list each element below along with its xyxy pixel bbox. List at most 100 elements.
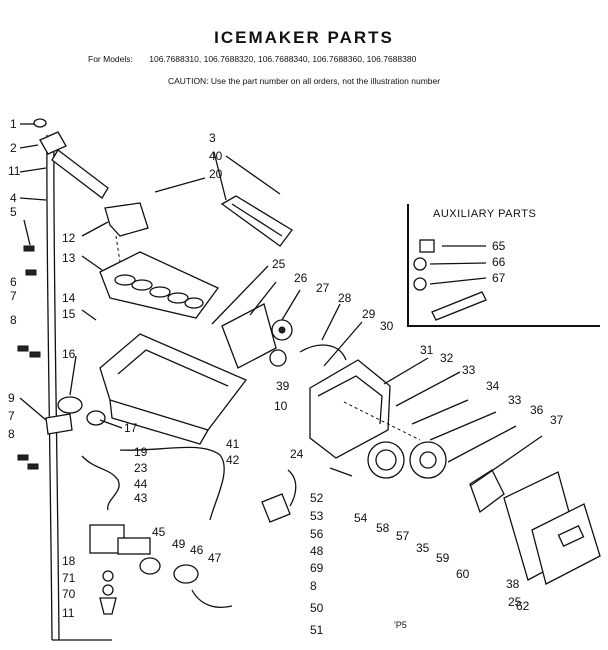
callout: 11 xyxy=(8,164,21,178)
callout: 15 xyxy=(62,307,76,321)
callout: 7 xyxy=(10,289,17,303)
callout: 37 xyxy=(550,413,564,427)
support-bracket xyxy=(104,202,149,237)
callout: 20 xyxy=(209,167,223,181)
callout: 53 xyxy=(310,509,324,523)
callout: 12 xyxy=(62,231,76,245)
callout: 9 xyxy=(8,391,15,405)
icemaker-housing xyxy=(99,333,248,445)
callout: 13 xyxy=(62,251,76,265)
callout: 50 xyxy=(310,601,324,615)
mounting-screws-left xyxy=(17,245,73,470)
callout: 65 xyxy=(492,239,506,253)
mounting-plate xyxy=(221,303,277,369)
callout: 58 xyxy=(376,521,390,535)
water-valve xyxy=(89,524,151,615)
callout: 60 xyxy=(456,567,470,581)
fill-tube xyxy=(46,134,112,641)
callout: 42 xyxy=(226,453,240,467)
callout: 14 xyxy=(62,291,76,305)
callout: 38 xyxy=(506,577,520,591)
callout: 71 xyxy=(62,571,76,585)
callout: 62 xyxy=(516,599,530,613)
callout: 8 xyxy=(310,579,317,593)
drive-gear xyxy=(271,319,293,341)
callout: 39 xyxy=(276,379,290,393)
models-list: 106.7688310, 106.7688320, 106.7688340, 1… xyxy=(149,54,417,64)
control-module-housing xyxy=(309,359,391,459)
timing-gear xyxy=(269,344,347,367)
leader-lines xyxy=(19,123,543,487)
callout: 8 xyxy=(8,427,15,441)
callout: 25 xyxy=(272,257,286,271)
fill-valve-connector xyxy=(57,396,106,426)
fill-tube-fitting xyxy=(139,557,233,608)
callout: 25 xyxy=(508,595,522,609)
fill-cup-assembly xyxy=(33,118,109,199)
callout: 69 xyxy=(310,561,324,575)
callout: 18 xyxy=(62,554,76,568)
models-label: For Models: xyxy=(88,54,133,64)
caution-note: CAUTION: Use the part number on all orde… xyxy=(167,76,441,86)
callout: 43 xyxy=(134,491,148,505)
callout: 30 xyxy=(380,319,394,333)
callout: 41 xyxy=(226,437,240,451)
front-cover xyxy=(503,471,601,585)
callout: 10 xyxy=(274,399,288,413)
thermostat xyxy=(469,469,505,514)
auxiliary-parts-drawing xyxy=(413,239,487,321)
callout: 17 xyxy=(124,421,138,435)
callout: 3 xyxy=(209,131,216,145)
callout: 19 xyxy=(134,445,148,459)
callout: 23 xyxy=(134,461,148,475)
callout: 40 xyxy=(209,149,223,163)
callout: 66 xyxy=(492,255,506,269)
callout: 47 xyxy=(208,551,222,565)
callout: 16 xyxy=(62,347,76,361)
callout: 31 xyxy=(420,343,434,357)
callout: 32 xyxy=(440,351,454,365)
callout: 8 xyxy=(10,313,17,327)
callout: 48 xyxy=(310,544,324,558)
callout: 27 xyxy=(316,281,330,295)
callout: 44 xyxy=(134,477,148,491)
callout: 6 xyxy=(10,275,17,289)
callout: 28 xyxy=(338,291,352,305)
callout: 45 xyxy=(152,525,166,539)
callout: 26 xyxy=(294,271,308,285)
callout: 33 xyxy=(462,363,476,377)
footer-stamp: 'P5 xyxy=(394,620,407,630)
callout: 7 xyxy=(8,409,15,423)
callout: 36 xyxy=(530,403,544,417)
drive-motor xyxy=(367,441,447,479)
auxiliary-parts-title: AUXILIARY PARTS xyxy=(433,208,537,220)
callout: 11 xyxy=(62,606,75,620)
callout: 70 xyxy=(62,587,76,601)
callout: 1 xyxy=(10,117,17,131)
callout: 5 xyxy=(10,205,17,219)
callout: 24 xyxy=(290,447,304,461)
callout-labels: 1 2 11 4 5 6 7 8 12 13 14 15 16 9 7 8 17… xyxy=(8,117,564,637)
diagram-title: ICEMAKER PARTS xyxy=(214,28,394,47)
callout: 51 xyxy=(310,623,324,637)
callout: 34 xyxy=(486,379,500,393)
auxiliary-parts-box xyxy=(407,204,600,327)
callout: 67 xyxy=(492,271,506,285)
callout: 56 xyxy=(310,527,324,541)
callout: 29 xyxy=(362,307,376,321)
callout: 35 xyxy=(416,541,430,555)
callout: 52 xyxy=(310,491,324,505)
callout: 46 xyxy=(190,543,204,557)
mold-shield xyxy=(220,195,293,247)
callout: 54 xyxy=(354,511,368,525)
ice-mold xyxy=(99,251,219,319)
callout: 33 xyxy=(508,393,522,407)
callout: 59 xyxy=(436,551,450,565)
harness-connector xyxy=(261,467,353,523)
callout: 57 xyxy=(396,529,410,543)
callout: 49 xyxy=(172,537,186,551)
wiring-harness xyxy=(81,446,225,521)
callout: 2 xyxy=(10,141,17,155)
callout: 4 xyxy=(10,191,17,205)
